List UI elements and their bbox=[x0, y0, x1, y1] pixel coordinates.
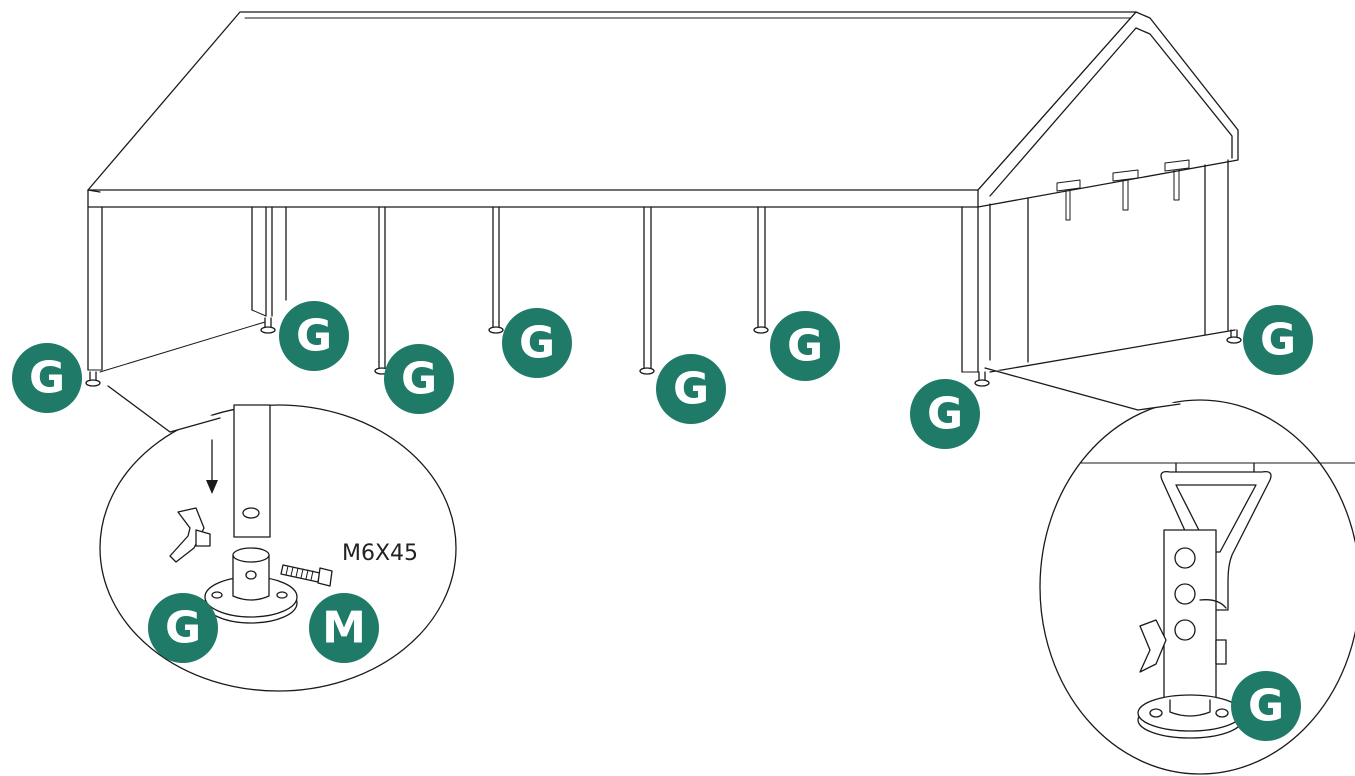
badge-g-leg-3: G bbox=[502, 308, 572, 378]
tent-frame bbox=[87, 11, 1239, 373]
wing-nut-icon bbox=[169, 507, 205, 563]
badge-g-back-corner: G bbox=[1243, 305, 1313, 375]
bolt-icon bbox=[280, 564, 333, 587]
wing-nut-side-icon bbox=[1139, 619, 1167, 673]
badge-label: G bbox=[673, 364, 709, 415]
detail-bubble-left: M6X45 bbox=[99, 385, 457, 692]
badge-label: G bbox=[927, 389, 963, 440]
badge-label: M bbox=[322, 603, 366, 654]
badge-g-right-detail: G bbox=[1231, 671, 1301, 741]
badge-label: G bbox=[29, 353, 65, 404]
badge-label: G bbox=[401, 354, 437, 405]
bolt-spec-label: M6X45 bbox=[342, 541, 418, 566]
badge-m-bolt: M bbox=[309, 593, 379, 663]
arrow-down-icon bbox=[206, 480, 218, 494]
badge-g-leg-5: G bbox=[770, 311, 840, 381]
detail-bubble-right bbox=[984, 367, 1355, 775]
badge-label: G bbox=[787, 321, 823, 372]
badge-g-left-detail: G bbox=[148, 593, 218, 663]
badge-g-leg-2: G bbox=[384, 344, 454, 414]
callout-badges: G G G G G G G G bbox=[12, 301, 1313, 741]
badge-g-left-corner: G bbox=[12, 343, 82, 413]
badge-g-back-post: G bbox=[279, 301, 349, 371]
badge-label: G bbox=[519, 318, 555, 369]
tent-foot-plates bbox=[85, 317, 1242, 387]
badge-label: G bbox=[1248, 681, 1284, 732]
badge-g-front-corner: G bbox=[910, 379, 980, 449]
badge-label: G bbox=[296, 311, 332, 362]
badge-g-leg-4: G bbox=[656, 354, 726, 424]
badge-label: G bbox=[165, 603, 201, 654]
badge-label: G bbox=[1260, 315, 1296, 366]
